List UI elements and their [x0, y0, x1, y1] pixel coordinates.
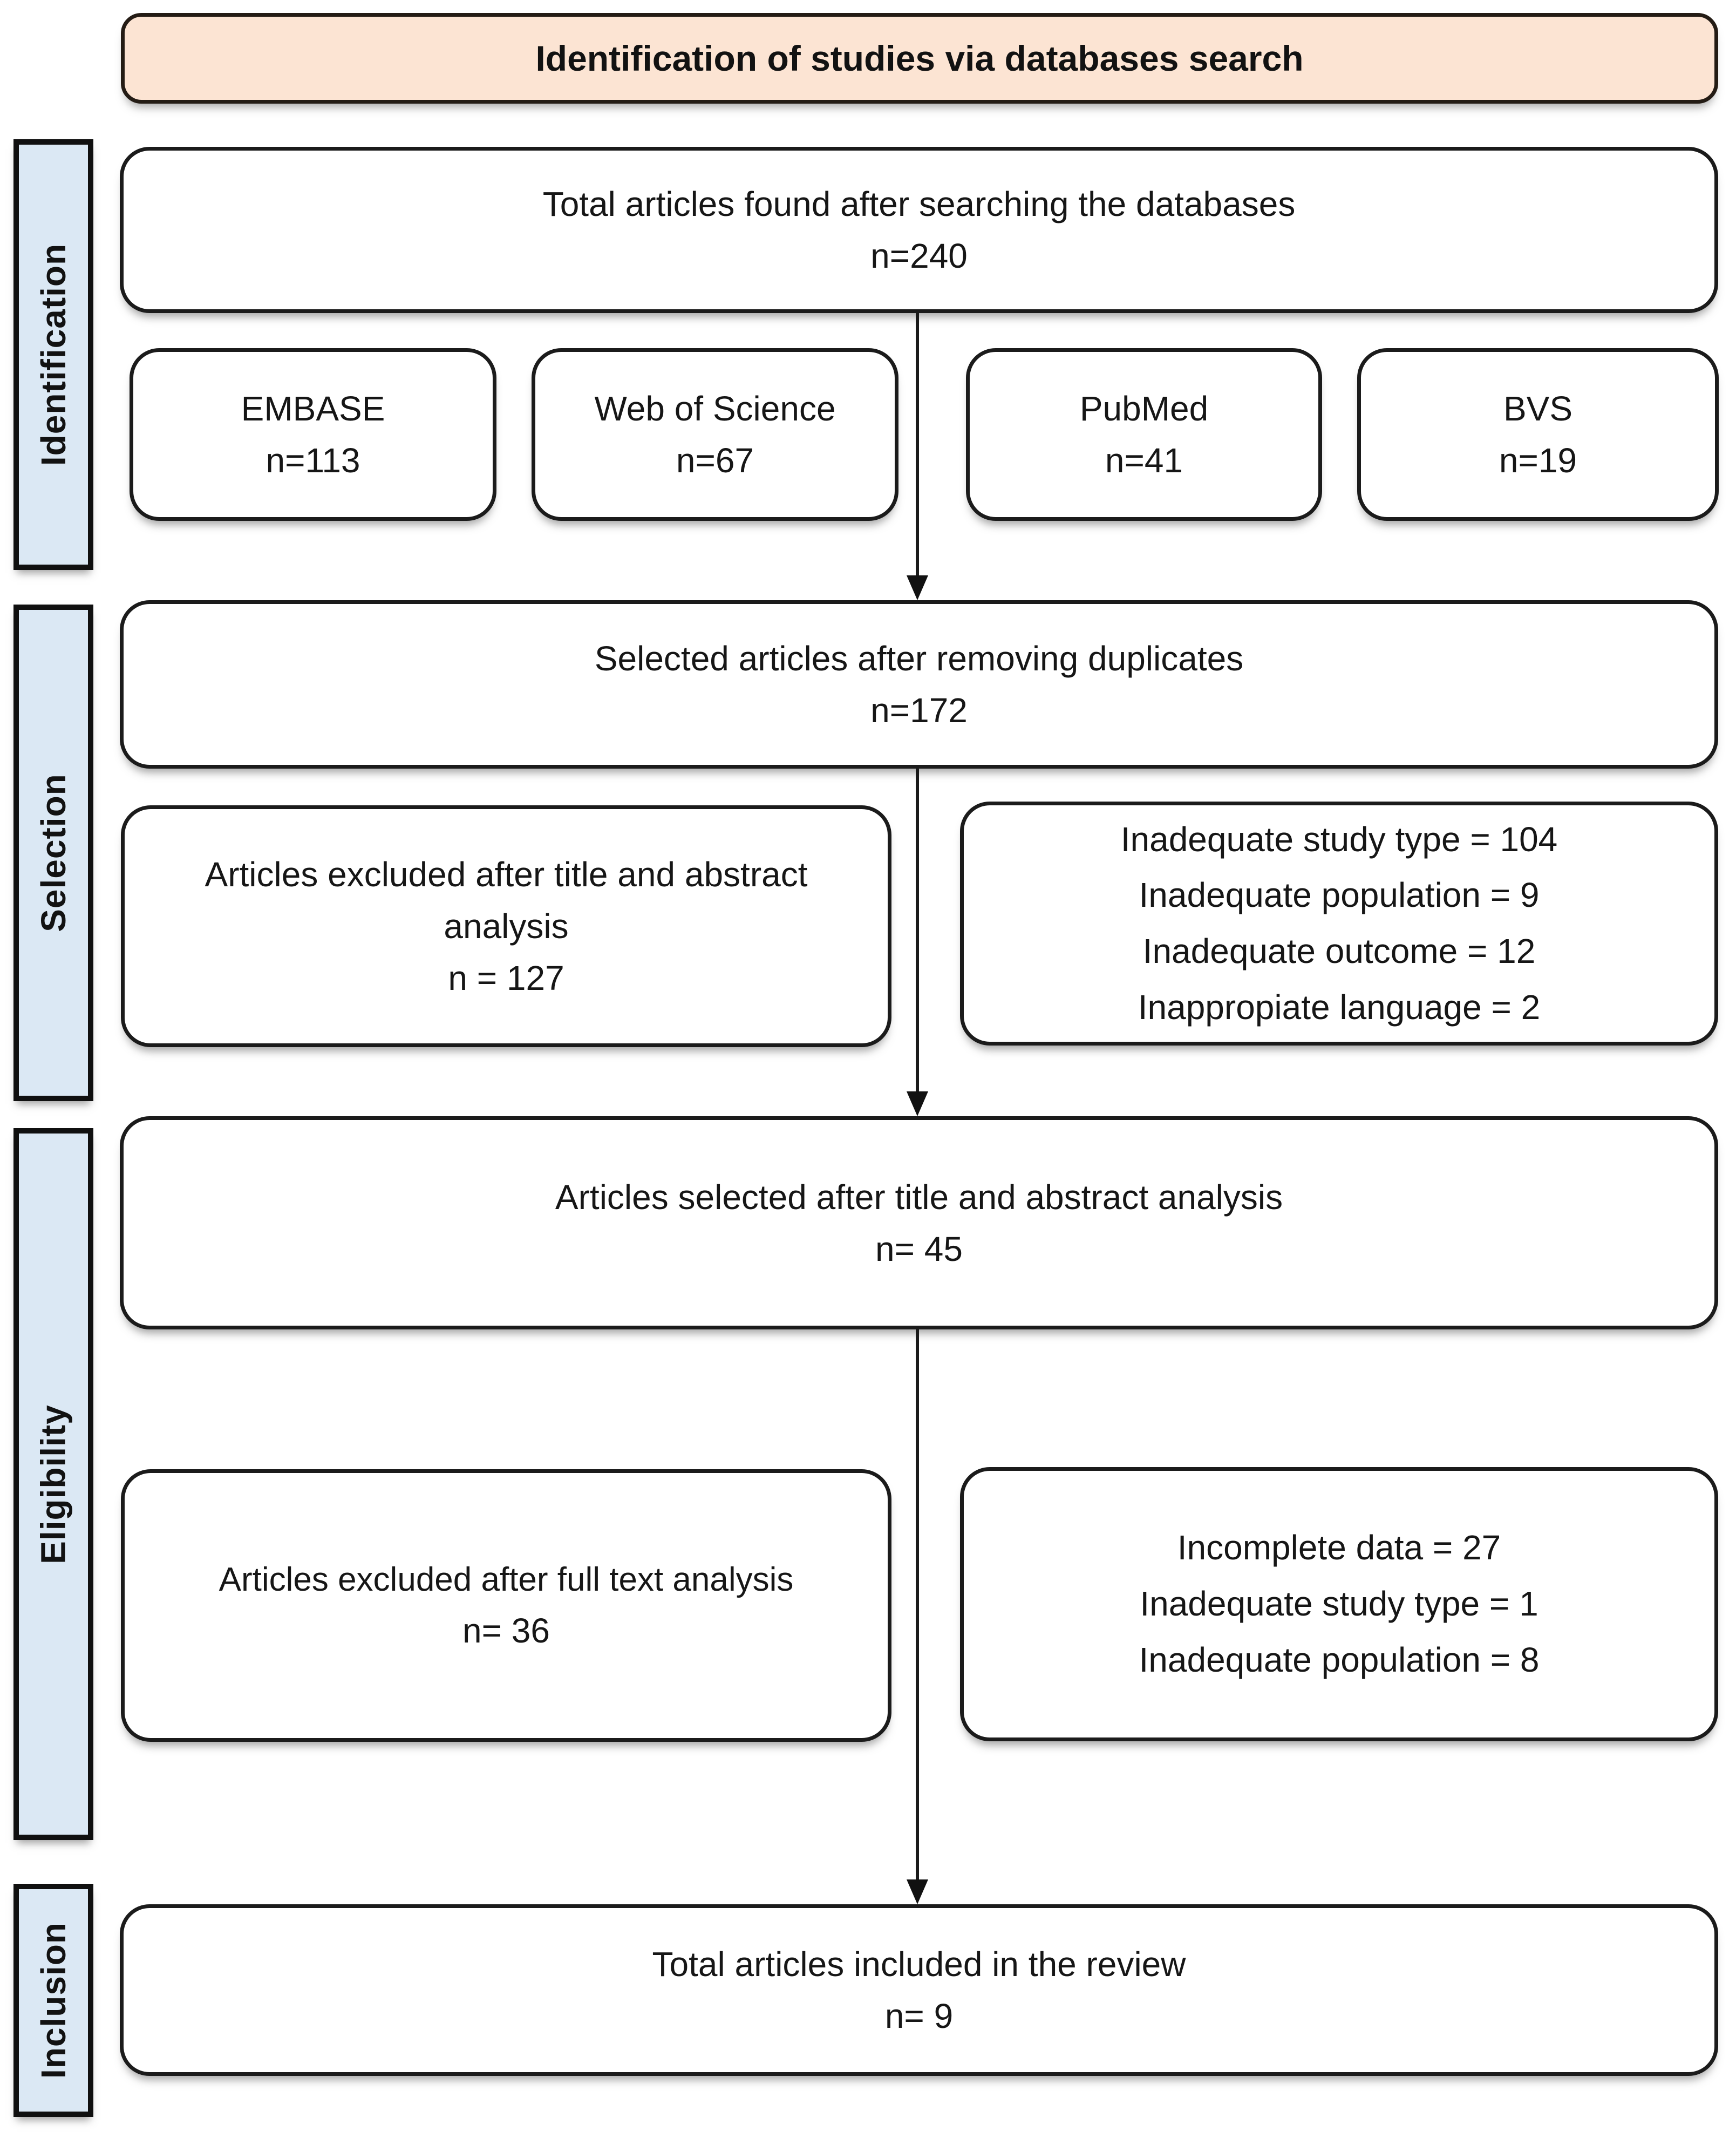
db-box-pubmed-name: PubMed — [1079, 389, 1209, 428]
box-reasons-full-text: Incomplete data = 27 Inadequate study ty… — [960, 1467, 1718, 1741]
box-total-found: Total articles found after searching the… — [120, 147, 1718, 313]
box-excluded-full-text: Articles excluded after full text analys… — [121, 1469, 891, 1742]
stage-selection: Selection — [13, 605, 93, 1101]
box-excluded-title-abstract-label: Articles excluded after title and abstra… — [205, 855, 808, 946]
db-box-bvs-n: n=19 — [1499, 441, 1577, 480]
box-excluded-full-text-label: Articles excluded after full text analys… — [219, 1561, 794, 1598]
arrow-line — [916, 769, 919, 1091]
reason-line: Inappropiate language = 2 — [1138, 987, 1541, 1027]
reason-line: Inadequate population = 8 — [1139, 1640, 1540, 1679]
box-selected-title-abstract-label: Articles selected after title and abstra… — [555, 1177, 1283, 1217]
stage-selection-label: Selection — [34, 773, 73, 932]
db-box-web-of-science-n: n=67 — [676, 441, 754, 480]
db-box-embase: EMBASE n=113 — [130, 348, 496, 521]
box-total-found-n: n=240 — [870, 236, 968, 275]
box-included-label: Total articles included in the review — [652, 1945, 1186, 1984]
box-selected-title-abstract: Articles selected after title and abstra… — [120, 1116, 1718, 1329]
db-box-bvs: BVS n=19 — [1357, 348, 1719, 521]
arrow-line — [916, 1329, 919, 1880]
db-box-web-of-science-name: Web of Science — [594, 389, 836, 428]
stage-identification-label: Identification — [34, 243, 73, 466]
box-deduplicated-label: Selected articles after removing duplica… — [594, 639, 1244, 678]
stage-eligibility-label: Eligibility — [34, 1404, 73, 1564]
box-excluded-full-text-n: n= 36 — [462, 1611, 550, 1650]
stage-identification: Identification — [13, 139, 93, 570]
down-arrow-icon — [907, 1879, 928, 1904]
box-included: Total articles included in the review n=… — [120, 1904, 1718, 2076]
down-arrow-icon — [907, 575, 928, 600]
arrow-line — [916, 313, 919, 578]
db-box-bvs-name: BVS — [1503, 389, 1573, 428]
box-total-found-label: Total articles found after searching the… — [542, 185, 1296, 223]
diagram-title: Identification of studies via databases … — [121, 13, 1718, 104]
reason-line: Incomplete data = 27 — [1177, 1528, 1501, 1567]
reason-line: Inadequate population = 9 — [1139, 875, 1540, 915]
box-selected-title-abstract-n: n= 45 — [875, 1229, 963, 1268]
box-excluded-title-abstract: Articles excluded after title and abstra… — [121, 805, 891, 1047]
db-box-embase-name: EMBASE — [241, 389, 385, 428]
box-deduplicated-n: n=172 — [870, 691, 968, 730]
db-box-pubmed: PubMed n=41 — [966, 348, 1322, 521]
db-box-web-of-science: Web of Science n=67 — [532, 348, 898, 521]
box-deduplicated: Selected articles after removing duplica… — [120, 600, 1718, 769]
reason-line: Inadequate study type = 104 — [1120, 819, 1558, 859]
box-included-n: n= 9 — [884, 1997, 954, 2035]
box-reasons-title-abstract: Inadequate study type = 104 Inadequate p… — [960, 802, 1718, 1046]
db-box-embase-n: n=113 — [265, 441, 360, 480]
reason-line: Inadequate study type = 1 — [1140, 1584, 1538, 1624]
down-arrow-icon — [907, 1091, 928, 1116]
stage-inclusion-label: Inclusion — [34, 1922, 73, 2079]
db-box-pubmed-n: n=41 — [1105, 441, 1183, 480]
diagram-title-text: Identification of studies via databases … — [535, 38, 1304, 78]
stage-eligibility: Eligibility — [13, 1128, 93, 1840]
box-excluded-title-abstract-n: n = 127 — [448, 959, 564, 997]
stage-inclusion: Inclusion — [13, 1884, 93, 2117]
reason-line: Inadequate outcome = 12 — [1142, 932, 1536, 970]
